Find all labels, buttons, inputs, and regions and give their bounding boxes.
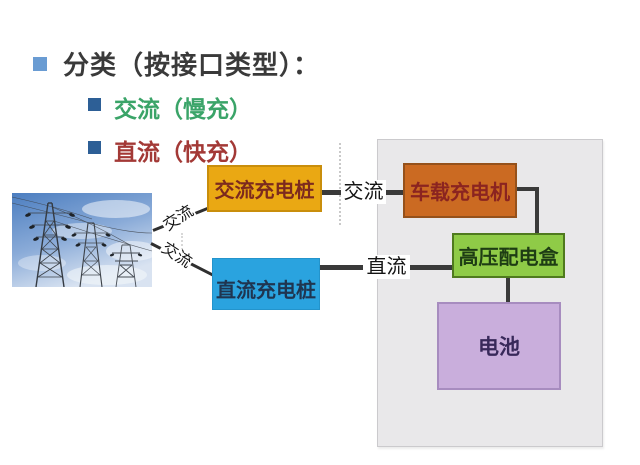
edge-label-dc: 直流 bbox=[363, 255, 410, 279]
edge-label-grid-ac-bottom: 交流 bbox=[156, 239, 196, 273]
level1-bullet-square bbox=[33, 57, 47, 71]
node-onboard-charger: 车载充电机 bbox=[403, 163, 517, 218]
edge-label-ac: 交流 bbox=[341, 180, 386, 204]
node-ac-charging-pile: 交流充电桩 bbox=[207, 165, 322, 212]
node-hv-distribution-box: 高压配电盒 bbox=[452, 233, 565, 278]
node-dc-charging-pile: 直流充电桩 bbox=[212, 258, 320, 310]
level2-bullet-square bbox=[88, 141, 101, 154]
connector-charger-to-hvbox-horizontal bbox=[517, 187, 539, 191]
power-towers-photo bbox=[12, 193, 152, 287]
edge-label-grid-ac-top: 交流 bbox=[159, 202, 199, 236]
bullet-item-dc-fast: 直流（快充） bbox=[114, 139, 252, 165]
connector-hvbox-to-battery bbox=[506, 278, 510, 302]
bullet-item-ac-slow: 交流（慢充） bbox=[114, 96, 252, 122]
slide-title: 分类（按接口类型）： bbox=[63, 50, 321, 80]
node-battery: 电池 bbox=[437, 302, 561, 390]
connector-charger-to-hvbox-vertical bbox=[535, 187, 539, 233]
dotted-guide-line-small bbox=[181, 233, 183, 250]
dotted-guide-line bbox=[339, 143, 341, 225]
level2-bullet-square bbox=[88, 98, 101, 111]
